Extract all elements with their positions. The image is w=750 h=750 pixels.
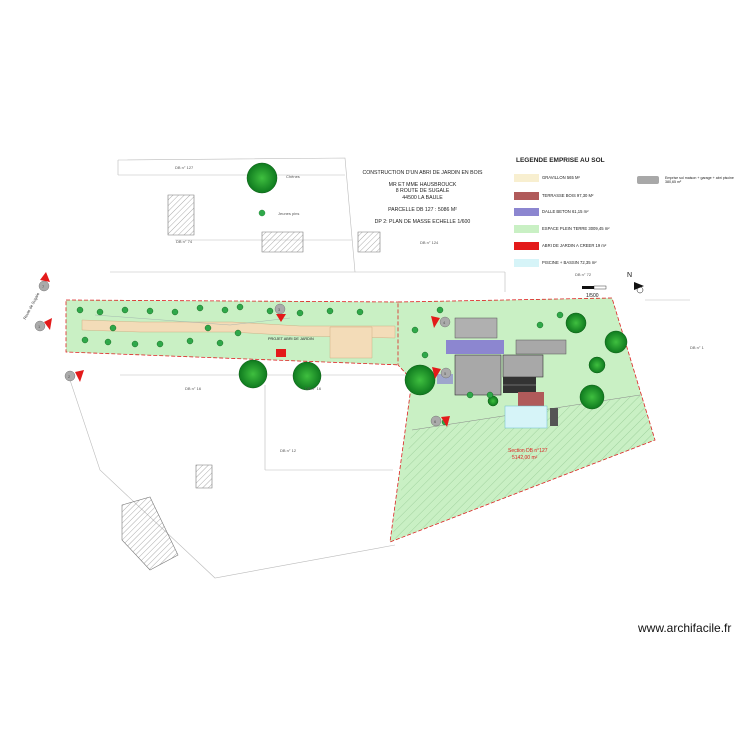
parcel-label-5: DB n° 16: [185, 386, 202, 391]
parcel-label-2: DB n° 74: [176, 239, 193, 244]
legend-label: ABRI DE JARDIN A CREER 19 m²: [542, 243, 607, 248]
viewpoint-marker-3: 3: [274, 303, 286, 322]
viewpoint-marker-4: 4: [431, 316, 451, 328]
garden-shed-project: [276, 349, 286, 357]
legend-title: LEGENDE EMPRISE AU SOL: [516, 157, 605, 164]
watermark: www.archifacile.fr: [638, 621, 732, 635]
viewpoint-marker-6: 6: [430, 415, 450, 427]
section-area: 5142,00 m²: [512, 455, 538, 461]
garden-strip: [65, 299, 403, 366]
parcel-label-6: DB n° 16: [305, 386, 322, 391]
svg-text:6: 6: [434, 419, 437, 424]
north-label: N: [627, 272, 633, 279]
viewpoint-marker-1: 1: [34, 318, 52, 332]
title-parcel: PARCELLE DB 127 : 5086 M²: [388, 206, 457, 213]
parcel-label-4: DB n° 72: [575, 272, 592, 277]
svg-text:4: 4: [443, 320, 446, 325]
scale-bar: [582, 285, 607, 290]
legend-label: ESPACE PLEIN TERRE 3009,45 m²: [542, 226, 610, 231]
legend-swatch: [514, 192, 539, 200]
title-scale: DP 2: PLAN DE MASSE ECHELLE 1/600: [374, 219, 471, 226]
pine-legend-symbol: [259, 210, 265, 216]
svg-text:1: 1: [38, 324, 41, 329]
title-project: CONSTRUCTION D'UN ABRI DE JARDIN EN BOIS: [362, 170, 483, 176]
scale-label: 1/500: [586, 293, 599, 299]
project-label: PROJET ABRI DE JARDIN: [268, 337, 314, 341]
legend-swatch: [514, 259, 539, 267]
svg-text:3: 3: [278, 307, 281, 312]
title-address: 8 ROUTE DE SUGALE: [395, 188, 450, 195]
oak-legend-label: Chênes: [286, 174, 300, 179]
pine-legend-label: Jeunes pins: [278, 211, 299, 216]
title-block: CONSTRUCTION D'UN ABRI DE JARDIN EN BOIS…: [350, 170, 495, 225]
viewpoint-marker-7: 7: [38, 272, 50, 292]
section-label: Section DB n°127: [508, 448, 548, 454]
svg-text:7: 7: [42, 284, 45, 289]
legend-label: PISCINE + BASSIN 72,35 m²: [542, 260, 597, 265]
title-city: 44500 LA BAULE: [402, 194, 443, 201]
neighbour-buildings: [121, 194, 381, 571]
svg-text:5: 5: [444, 371, 447, 376]
legend-label: TERRASSE BOIS 97,30 M²: [542, 193, 594, 198]
trees: [238, 162, 628, 410]
parcel-label-7: DB n° 1: [690, 345, 705, 350]
legend-label: DALLE BETON 61,15 m²: [542, 209, 589, 214]
legend-swatch: [514, 225, 539, 233]
legend-swatch: [514, 174, 539, 182]
title-owner: MR ET MME HAUSBROUCK: [388, 182, 457, 189]
parcel-label-3: DB n° 124: [420, 240, 439, 245]
legend-label: Emprise sol maison + garage + abri pisci…: [665, 176, 734, 185]
legend-swatch: [514, 208, 539, 216]
viewpoint-marker-5: 5: [432, 367, 452, 379]
viewpoint-marker-2: 2: [64, 370, 84, 382]
house-structures: [437, 317, 567, 429]
viewpoint-markers: 1 2 3 4 5 6 7: [34, 272, 452, 427]
parcel-label-8: DB n° 12: [280, 448, 297, 453]
legend-swatch: [514, 242, 539, 250]
legend-label: GRAVILLON 565 M²: [542, 175, 580, 180]
svg-text:2: 2: [68, 374, 71, 379]
parcel-label-1: DB n° 127: [175, 165, 194, 170]
north-arrow: [634, 282, 644, 294]
legend-swatch: [637, 176, 659, 184]
